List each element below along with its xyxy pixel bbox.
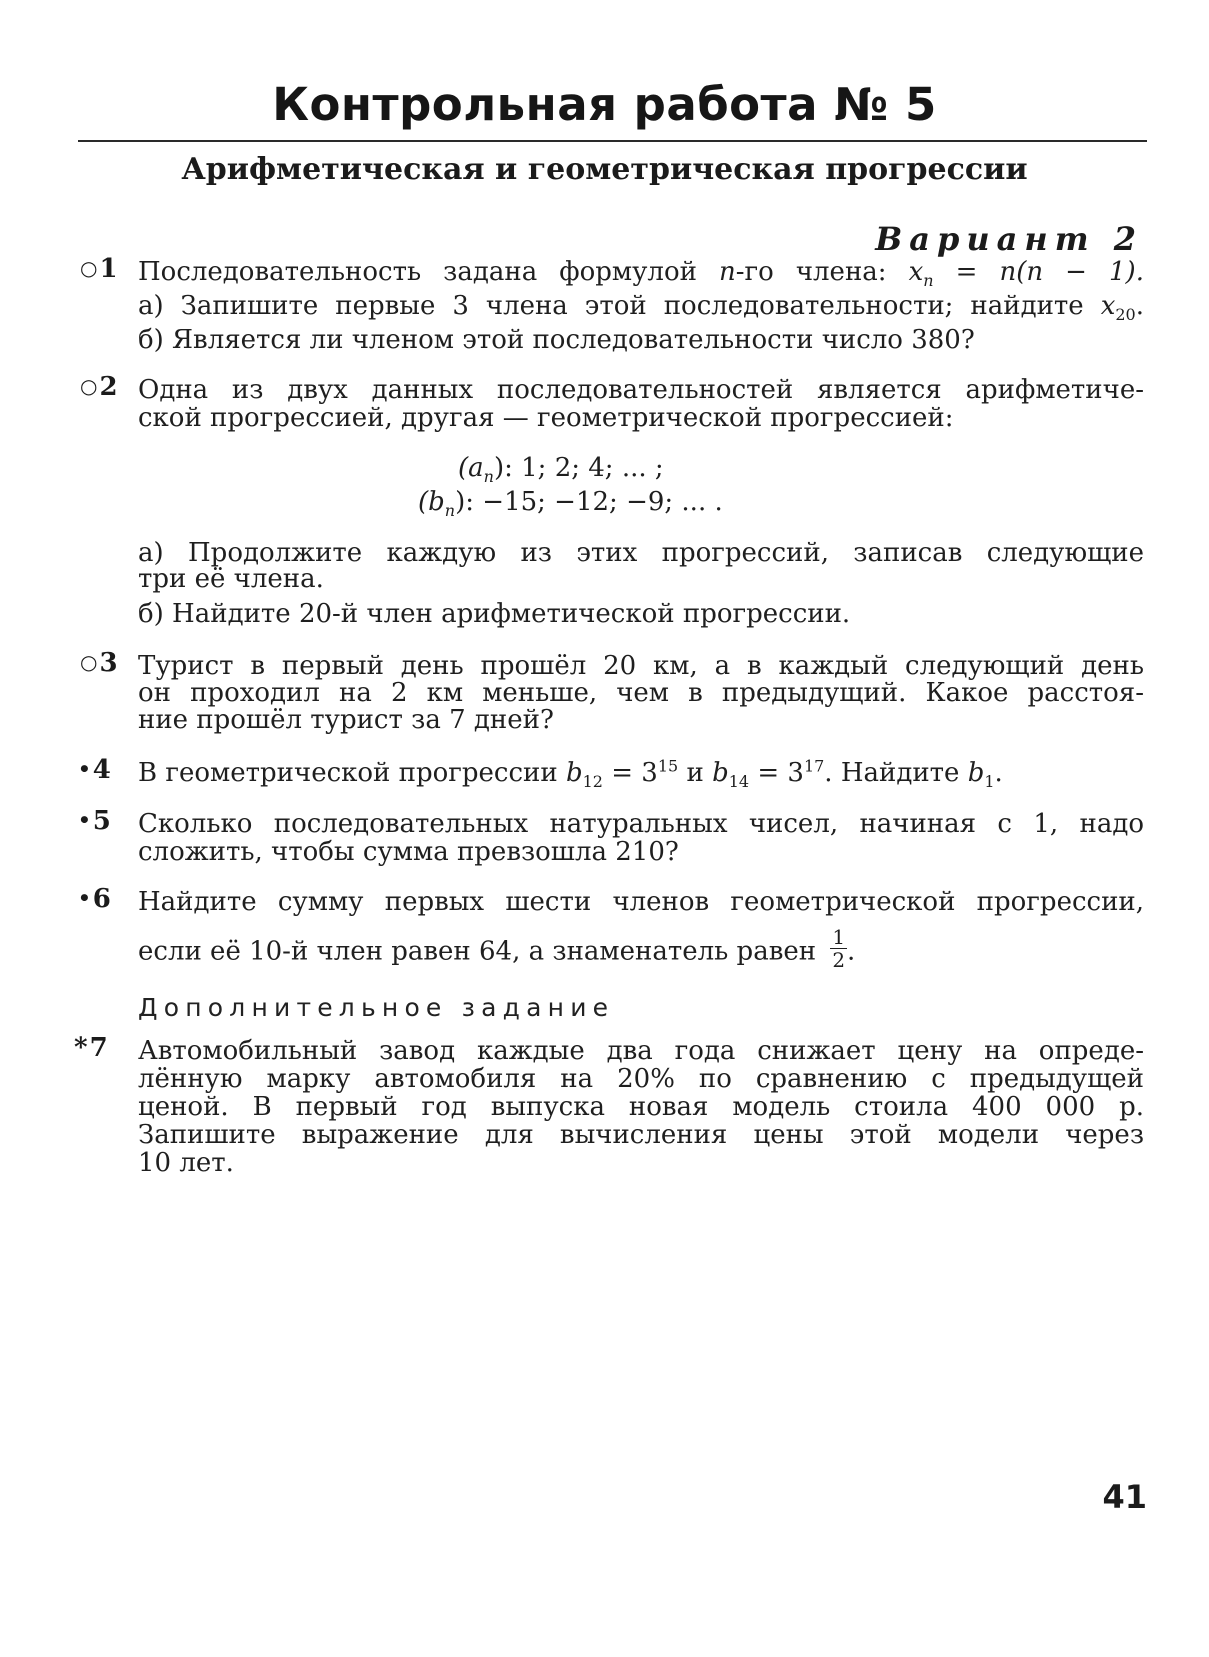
task-2-line-2: ской прогрессией, другая — геометрическо… [138,403,954,433]
task-7-line-2: лённую марку автомобиля на 20% по сравне… [138,1064,1144,1094]
task-number: 7 [89,1033,108,1063]
task-3-line-2: он проходил на 2 км меньше, чем в предыд… [138,678,1144,708]
task-2-line-3: а) Продолжите каждую из этих прогрессий,… [138,538,1144,568]
filled-bullet-icon: • [78,886,91,910]
task-1-line-3: б) Является ли членом этой последователь… [138,325,975,355]
task-1-line-1: Последовательность задана формулой n-го … [138,257,1144,291]
filled-bullet-icon: • [78,757,91,781]
page-subtitle: Арифметическая и геометрическая прогресс… [181,152,1028,187]
task-marker-1: ○1 [80,254,118,284]
title-divider [78,140,1147,142]
task-7-line-3: ценой. В первый год выпуска новая модель… [138,1092,1144,1122]
task-number: 2 [99,372,118,402]
extra-task-heading: Дополнительное задание [138,993,615,1022]
task-7-line-5: 10 лет. [138,1148,234,1178]
task-number: 5 [92,806,111,836]
page-title: Контрольная работа № 5 [272,78,937,131]
task-2-line-1: Одна из двух данных последовательностей … [138,375,1144,405]
task-1-line-2: а) Запишите первые 3 члена этой последов… [138,291,1144,325]
open-circle-icon: ○ [80,374,98,398]
task-5-line-1: Сколько последовательных натуральных чис… [138,809,1144,839]
asterisk-icon: * [74,1033,88,1063]
open-circle-icon: ○ [80,650,98,674]
task-3-line-3: ние прошёл турист за 7 дней? [138,705,554,735]
task-7-line-1: Автомобильный завод каждые два года сниж… [138,1036,1144,1066]
task-marker-5: •5 [78,806,111,836]
sequence-a-formula: (an): 1; 2; 4; ... ; [458,453,664,487]
task-7-line-4: Запишите выражение для вычисления цены э… [138,1120,1144,1150]
task-number: 1 [99,254,118,284]
variant-label: Вариант 2 [875,220,1143,258]
task-marker-3: ○3 [80,648,118,678]
task-marker-6: •6 [78,884,111,914]
task-number: 4 [92,755,111,785]
filled-bullet-icon: • [78,808,91,832]
page-number: 41 [1102,1478,1147,1516]
task-6-line-1: Найдите сумму первых шести членов геомет… [138,887,1144,917]
open-circle-icon: ○ [80,256,98,280]
task-3-line-1: Турист в первый день прошёл 20 км, а в к… [138,651,1144,681]
task-number: 3 [99,648,118,678]
task-marker-4: •4 [78,755,111,785]
task-5-line-2: сложить, чтобы сумма превзошла 210? [138,837,679,867]
task-4-line-1: В геометрической прогрессии b12 = 315 и … [138,756,1003,792]
task-marker-7: *7 [74,1033,108,1063]
sequence-b-formula: (bn): −15; −12; −9; ... . [418,487,723,521]
task-2-line-5: б) Найдите 20-й член арифметической прог… [138,599,851,629]
task-marker-2: ○2 [80,372,118,402]
task-6-line-2: если её 10-й член равен 64, а знаменател… [138,925,856,972]
task-number: 6 [92,884,111,914]
task-2-line-4: три её члена. [138,564,324,594]
